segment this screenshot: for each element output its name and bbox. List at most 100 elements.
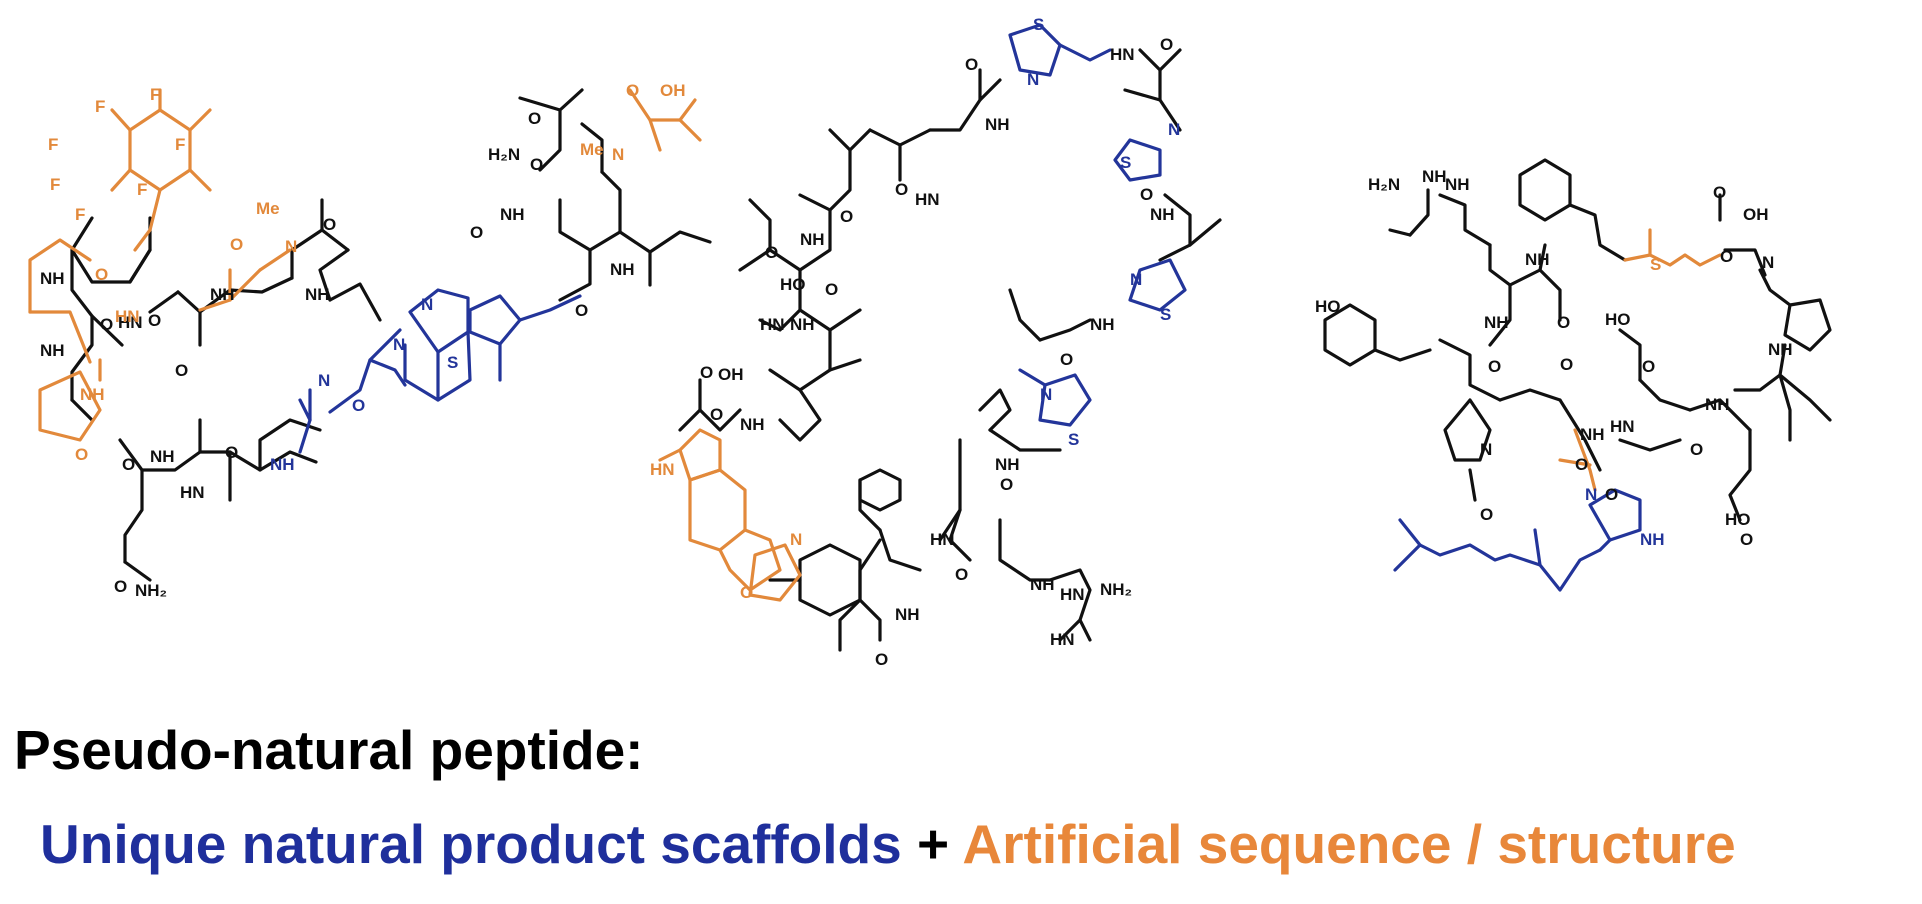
molecule-1-atom-label: F bbox=[95, 97, 105, 116]
molecule-1-atom-label: O bbox=[528, 109, 541, 128]
molecule-1-atom-label: NH bbox=[40, 269, 65, 288]
molecule-2-atom-label: HN bbox=[1050, 630, 1075, 649]
molecule-1-atom-label: F bbox=[50, 175, 60, 194]
molecule-2-atom-label: O bbox=[1060, 350, 1073, 369]
molecule-1-atom-label: O bbox=[530, 155, 543, 174]
molecule-1-atom-label: O bbox=[352, 396, 365, 415]
molecule-1-atom-label: N bbox=[421, 295, 433, 314]
natural-scaffold-label: Unique natural product scaffolds bbox=[40, 813, 902, 875]
molecule-1-atom-label: O bbox=[175, 361, 188, 380]
molecule-1-atom-label: NH bbox=[305, 285, 330, 304]
molecule-1-atom-label: NH bbox=[40, 341, 65, 360]
molecule-1-atom-label: F bbox=[175, 135, 185, 154]
molecule-2-atom-label: NH₂ bbox=[1100, 580, 1132, 599]
molecule-1-atom-label: Me bbox=[580, 140, 604, 159]
molecule-1-atom-label: O bbox=[230, 235, 243, 254]
molecule-3-atom-label: NH bbox=[1640, 530, 1665, 549]
molecule-3-atom-label: O bbox=[1488, 357, 1501, 376]
molecule-1-atom-label: O bbox=[100, 315, 113, 334]
molecule-2-atom-label: N bbox=[1168, 120, 1180, 139]
molecule-2-atom-label: O bbox=[765, 243, 778, 262]
molecule-3-atom-label: O bbox=[1713, 183, 1726, 202]
headline: Pseudo-natural peptide: bbox=[14, 719, 644, 781]
molecule-3-atom-label: O bbox=[1480, 505, 1493, 524]
plus-sign: + bbox=[917, 813, 950, 875]
molecule-3-atom-label: O bbox=[1642, 357, 1655, 376]
molecule-1-atom-label: F bbox=[150, 85, 160, 104]
molecule-2-atom-label: O bbox=[875, 650, 888, 669]
molecule-2-atom-label: HN bbox=[760, 315, 785, 334]
molecule-3-atom-label: NH bbox=[1445, 175, 1470, 194]
molecule-1-atom-label: O bbox=[323, 215, 336, 234]
molecule-3-atom-label: O bbox=[1575, 455, 1588, 474]
molecule-2-atom-label: HN bbox=[1110, 45, 1135, 64]
molecule-2-atom-label: NH bbox=[985, 115, 1010, 134]
molecule-2-atom-label: NH bbox=[1090, 315, 1115, 334]
molecule-1-atom-label: NH bbox=[270, 455, 295, 474]
molecule-2-atom-label: O bbox=[965, 55, 978, 74]
molecule-2-atom-label: N bbox=[1130, 270, 1142, 289]
molecule-2-atom-label: HN bbox=[1060, 585, 1085, 604]
molecule-1-atom-label: O bbox=[225, 443, 238, 462]
molecule-1-atom-label: O bbox=[114, 577, 127, 596]
molecule-2-atom-label: NH bbox=[740, 415, 765, 434]
molecule-3-atom-label: HN bbox=[1610, 417, 1635, 436]
molecule-2-atom-label: HO bbox=[780, 275, 806, 294]
molecule-3-atom-label: N bbox=[1762, 253, 1774, 272]
molecule-2-atom-label: S bbox=[1033, 15, 1044, 34]
molecule-2-atom-label: S bbox=[1068, 430, 1079, 449]
molecule-3-atom-label: N bbox=[1585, 485, 1597, 504]
molecule-3-atom-label: NH bbox=[1484, 313, 1509, 332]
molecule-1-atom-label: O bbox=[95, 265, 108, 284]
molecule-1-atom-label: O bbox=[626, 81, 639, 100]
molecule-1-atom-label: HN bbox=[180, 483, 205, 502]
molecule-1-atom-label: NH bbox=[150, 447, 175, 466]
molecule-2-atom-label: HN bbox=[915, 190, 940, 209]
molecule-3-atom-label: NH bbox=[1525, 250, 1550, 269]
molecule-2-atom-label: HN bbox=[930, 530, 955, 549]
color-legend: Unique natural product scaffolds + Artif… bbox=[40, 812, 1736, 876]
molecule-2-atom-label: NH bbox=[790, 315, 815, 334]
molecule-2-atom-label: O bbox=[840, 207, 853, 226]
molecule-1-atom-label: O bbox=[575, 301, 588, 320]
molecule-2-atom-label: S bbox=[1120, 153, 1131, 172]
molecule-2-atom-label: N bbox=[1027, 70, 1039, 89]
molecule-1-atom-label: N bbox=[612, 145, 624, 164]
molecule-1-atom-label: H₂N bbox=[488, 145, 520, 164]
molecule-1-atom-label: F bbox=[75, 205, 85, 224]
molecule-3-atom-label: H₂N bbox=[1368, 175, 1400, 194]
molecule-2-atom-label: OH bbox=[718, 365, 744, 384]
molecule-3-atom-label: S bbox=[1650, 255, 1661, 274]
molecule-2-atom-label: N bbox=[790, 530, 802, 549]
molecule-2-atom-label: O bbox=[740, 583, 753, 602]
molecule-3-atom-label: O bbox=[1740, 530, 1753, 549]
molecule-1-atom-label: O bbox=[75, 445, 88, 464]
molecule-2-atom-label: O bbox=[955, 565, 968, 584]
molecule-3-atom-label: HO bbox=[1315, 297, 1341, 316]
molecule-3-atom-label: O bbox=[1720, 247, 1733, 266]
molecule-1-atom-label: N bbox=[285, 237, 297, 256]
molecule-3-atom-label: HO bbox=[1605, 310, 1631, 329]
molecule-1-atom-label: NH bbox=[610, 260, 635, 279]
molecule-3-atom-label: O bbox=[1690, 440, 1703, 459]
molecule-1-atom-label: NH bbox=[500, 205, 525, 224]
molecule-3-atom-label: N bbox=[1480, 440, 1492, 459]
molecule-2-atom-label: NH bbox=[995, 455, 1020, 474]
molecule-1-atom-label: NH bbox=[210, 285, 235, 304]
molecule-2-atom-label: NH bbox=[1150, 205, 1175, 224]
molecule-1-atom-label: O bbox=[148, 311, 161, 330]
molecule-2-atom-label: O bbox=[825, 280, 838, 299]
molecule-3-atom-label: O bbox=[1605, 485, 1618, 504]
molecule-3-atom-label: HO bbox=[1725, 510, 1751, 529]
molecule-1-atom-label: NH₂ bbox=[135, 581, 167, 600]
molecule-3-atom-label: O bbox=[1560, 355, 1573, 374]
molecule-1-atom-label: F bbox=[137, 180, 147, 199]
molecule-1-atom-label: N bbox=[393, 335, 405, 354]
molecule-3-atom-label: NH bbox=[1768, 340, 1793, 359]
artificial-sequence-label: Artificial sequence / structure bbox=[962, 813, 1736, 875]
molecule-2-atom-label: O bbox=[895, 180, 908, 199]
